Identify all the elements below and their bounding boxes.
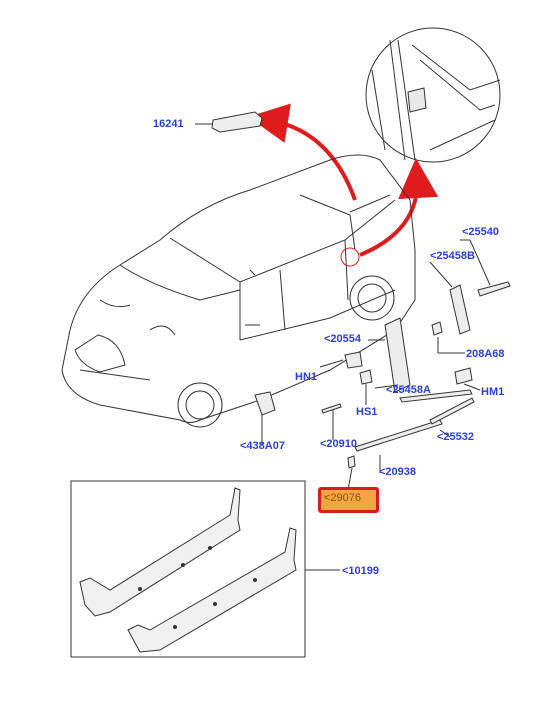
label-10199[interactable]: <10199 (342, 565, 380, 577)
label-16241[interactable]: 16241 (153, 118, 184, 130)
detail-zoom-circle (365, 27, 501, 163)
label-hm1[interactable]: HM1 (481, 386, 505, 398)
label-29076-highlighted[interactable]: <29076 (324, 492, 362, 504)
car-outline (61, 154, 416, 428)
label-20554[interactable]: <20554 (324, 333, 362, 345)
trim-parts (254, 281, 511, 469)
label-20938[interactable]: <20938 (379, 466, 417, 478)
label-25458a[interactable]: <25458A (386, 384, 431, 396)
red-arrows (248, 103, 439, 257)
label-hn1[interactable]: HN1 (295, 371, 318, 383)
leader-lines (261, 239, 491, 571)
label-25458b[interactable]: <25458B (430, 250, 475, 262)
label-20910[interactable]: <20910 (320, 438, 358, 450)
highlight-box (318, 487, 379, 513)
part-16241-shape (195, 111, 263, 133)
label-25540[interactable]: <25540 (462, 226, 500, 238)
label-438a07[interactable]: <438A07 (240, 440, 285, 452)
label-25532[interactable]: <25532 (437, 431, 475, 443)
sill-detail-box (70, 480, 306, 658)
label-hs1[interactable]: HS1 (356, 406, 378, 418)
label-208a68[interactable]: 208A68 (466, 348, 505, 360)
